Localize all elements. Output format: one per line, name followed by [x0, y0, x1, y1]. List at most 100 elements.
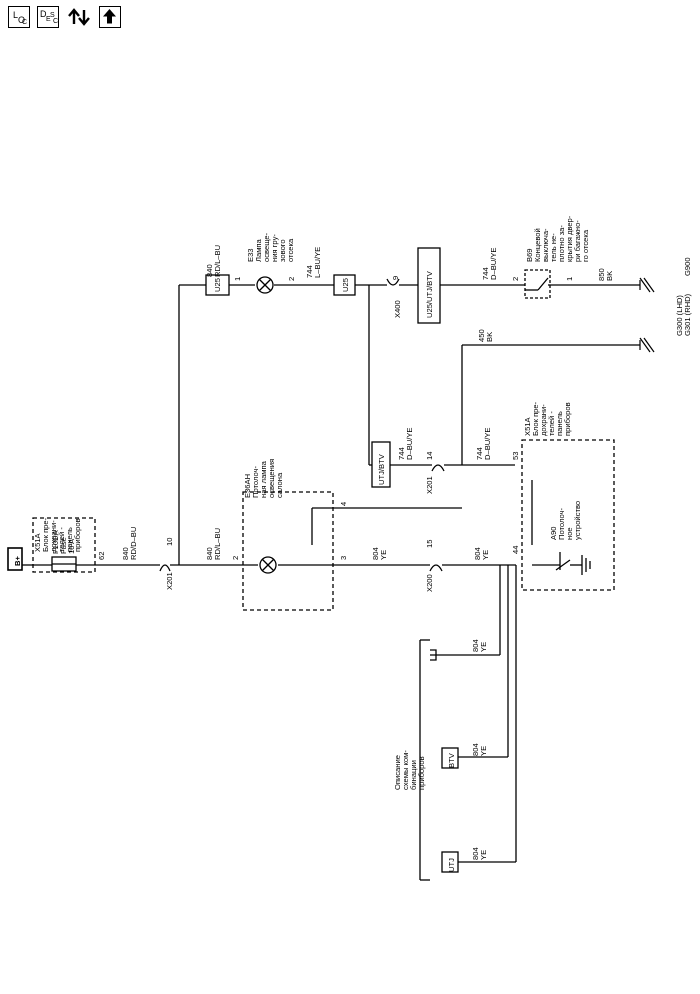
svg-text:бинации: бинации [409, 760, 418, 790]
wire-744-c: 744 D–BU/YE [397, 428, 414, 461]
pin-9: 9 [391, 276, 400, 280]
u25-utj-btv-box: U25/UTJ/BTV [425, 270, 434, 318]
desc-button[interactable]: D E S C [37, 6, 59, 28]
svg-text:744: 744 [397, 447, 406, 460]
x201b-label: X201 [425, 476, 434, 494]
reference-label[interactable]: Описание схемы ком- бинации приборов [393, 750, 426, 790]
svg-text:744: 744 [475, 447, 484, 460]
svg-text:выключа-: выключа- [541, 228, 550, 262]
svg-text:744: 744 [305, 265, 314, 278]
wire-850: 850 BK [597, 268, 614, 281]
svg-text:ния гру-: ния гру- [270, 234, 279, 262]
svg-text:F10DA: F10DA [51, 529, 60, 554]
pin-2-e33: 2 [287, 277, 296, 281]
x201-label: X201 [165, 572, 174, 590]
svg-text:YE: YE [479, 850, 488, 860]
desc-letter-s: S [50, 12, 55, 19]
svg-text:X51A: X51A [523, 416, 532, 436]
svg-text:D–BU/YE: D–BU/YE [483, 428, 492, 461]
svg-text:освещения: освещения [267, 459, 276, 498]
svg-text:YE: YE [479, 746, 488, 756]
svg-text:салона: салона [275, 472, 284, 498]
pin-14: 14 [425, 452, 434, 460]
connector-tool-icon[interactable] [66, 6, 92, 28]
svg-text:840: 840 [205, 547, 214, 560]
toolbar: L O C D E S C [8, 6, 121, 28]
svg-text:804: 804 [473, 547, 482, 560]
svg-text:E36AH: E36AH [243, 474, 252, 498]
svg-text:YE: YE [479, 642, 488, 652]
svg-text:G301 (RHD): G301 (RHD) [683, 293, 692, 336]
svg-text:зового: зового [278, 239, 287, 262]
svg-text:Блок пре-: Блок пре- [531, 401, 540, 436]
svg-text:ное: ное [565, 527, 574, 540]
svg-text:RD/L–BU: RD/L–BU [213, 528, 222, 560]
x51a-right-label: X51A Блок пре- дохрани- телей - панель п… [523, 401, 572, 436]
svg-text:804: 804 [371, 547, 380, 560]
svg-text:Блок пре-: Блок пре- [41, 517, 50, 552]
svg-text:804: 804 [471, 639, 480, 652]
svg-text:BK: BK [485, 332, 494, 342]
pin-10: 10 [165, 538, 174, 546]
up-arrow-icon[interactable] [99, 6, 121, 28]
wire-840-c: 840 RD/L–BU [205, 528, 222, 560]
loc-letter-o: O [18, 15, 26, 25]
pin-2-b69: 2 [511, 277, 520, 281]
wire-804-d: 804 YE [471, 743, 488, 756]
e36ah-label: E36AH Потолоч- ная лампа освещения салон… [243, 459, 284, 498]
svg-text:D–BU/YE: D–BU/YE [489, 248, 498, 281]
pin-3: 3 [339, 556, 348, 560]
wire-744-lbu: 744 L–BU/YE [305, 247, 322, 278]
svg-text:YE: YE [379, 550, 388, 560]
svg-text:ная лампа: ная лампа [259, 460, 268, 498]
svg-text:отсека: отсека [286, 238, 295, 262]
svg-text:L–BU/YE: L–BU/YE [313, 247, 322, 278]
wire-744-dbu: 744 D–BU/YE [481, 248, 498, 281]
svg-text:RD/L–BU: RD/L–BU [213, 245, 222, 277]
loc-letter-l: L [13, 10, 19, 20]
pin-44: 44 [511, 546, 520, 554]
g300-label: G300 (LHD) G301 (RHD) [675, 293, 692, 336]
svg-text:744: 744 [481, 267, 490, 280]
wire-840-b: 840 RD/L–BU [205, 245, 222, 277]
svg-text:Потолоч-: Потолоч- [557, 508, 566, 540]
svg-text:840: 840 [205, 264, 214, 277]
pin-62: 62 [97, 552, 106, 560]
wire-450: 450 BK [477, 329, 494, 342]
x200-label: X200 [425, 574, 434, 592]
pin-15: 15 [425, 540, 434, 548]
svg-text:D–BU/YE: D–BU/YE [405, 428, 414, 461]
pin-4: 4 [339, 502, 348, 506]
desc-letter-d: D [40, 9, 47, 19]
svg-text:804: 804 [471, 743, 480, 756]
svg-text:ри багажно-: ри багажно- [573, 220, 582, 262]
svg-text:крытия двер-: крытия двер- [565, 215, 574, 262]
wire-744-d: 744 D–BU/YE [475, 428, 492, 461]
utj-btv-box: UTJ/BTV [377, 453, 386, 485]
svg-text:приборов: приборов [417, 756, 426, 790]
wire-804-c: 804 YE [471, 639, 488, 652]
b69-label: B69 Концевой выключа- тель не- плотно за… [525, 215, 590, 262]
svg-text:панель: панель [555, 411, 564, 436]
wire-804-a: 804 YE [371, 547, 388, 560]
pin-1-b69: 1 [565, 277, 574, 281]
svg-text:приборов: приборов [73, 518, 82, 552]
svg-text:YE: YE [481, 550, 490, 560]
svg-text:телей -: телей - [57, 527, 66, 552]
loc-button[interactable]: L O C [8, 6, 30, 28]
svg-text:X51A: X51A [33, 532, 42, 552]
svg-text:телей -: телей - [547, 411, 556, 436]
pin-53: 53 [511, 452, 520, 460]
svg-text:Описание: Описание [393, 755, 402, 790]
svg-text:схемы ком-: схемы ком- [401, 750, 410, 790]
desc-letter-c: C [53, 18, 59, 25]
svg-text:G300 (LHD): G300 (LHD) [675, 295, 684, 336]
svg-text:804: 804 [471, 847, 480, 860]
svg-text:Концевой: Концевой [533, 228, 542, 262]
loc-letter-c: C [21, 19, 27, 26]
svg-text:450: 450 [477, 329, 486, 342]
svg-text:10 A: 10 A [67, 538, 76, 554]
a90-label: A90 Потолоч- ное устройство [549, 501, 582, 540]
svg-text:B69: B69 [525, 248, 534, 262]
